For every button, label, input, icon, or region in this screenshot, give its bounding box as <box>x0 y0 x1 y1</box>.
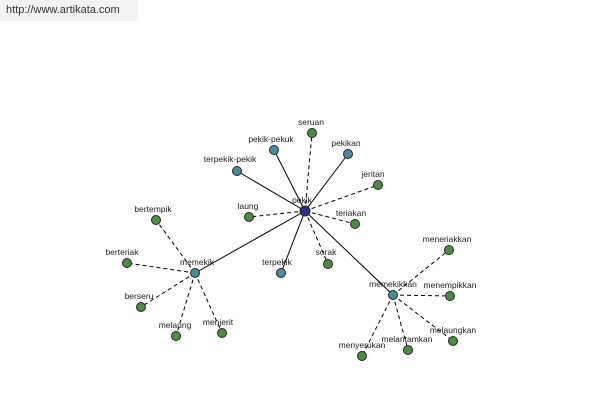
label-memekikkan[interactable]: memekikkan <box>369 279 417 289</box>
label-menyerukan[interactable]: menyerukan <box>339 340 386 350</box>
edge-pekik-memekikkan <box>304 210 394 296</box>
edge-pekik-memekik <box>194 210 306 274</box>
edge-memekik-bertempik <box>155 219 196 274</box>
node-berteriak[interactable] <box>122 258 132 268</box>
label-bertempik[interactable]: bertempik <box>134 204 172 214</box>
label-meneriakkan[interactable]: meneriakkan <box>423 234 472 244</box>
edge-memekikkan-menempikkan <box>392 294 451 297</box>
label-berteriak[interactable]: berteriak <box>105 247 139 257</box>
label-seruan[interactable]: seruan <box>298 117 324 127</box>
edge-pekik-terpekik-pekik <box>236 170 306 212</box>
node-seruan[interactable] <box>307 128 317 138</box>
label-memekik[interactable]: memekik <box>180 257 215 267</box>
node-melaungkan[interactable] <box>448 336 458 346</box>
node-pekik[interactable] <box>299 205 311 217</box>
edge-pekik-sorak <box>304 210 329 265</box>
edge-memekikkan-menyerukan <box>361 294 394 357</box>
node-melantamkan[interactable] <box>403 345 413 355</box>
edge-memekik-berteriak <box>126 262 196 274</box>
label-terpekik[interactable]: terpekik <box>262 257 293 267</box>
node-terpekik[interactable] <box>276 268 286 278</box>
label-jeritan[interactable]: jeritan <box>360 169 384 179</box>
label-laung[interactable]: laung <box>238 201 259 211</box>
node-pekik-pekuk[interactable] <box>269 145 279 155</box>
edge-pekik-terpekik <box>280 210 306 274</box>
node-menempikkan[interactable] <box>445 291 455 301</box>
label-pekik[interactable]: pekik <box>292 195 313 205</box>
label-pekik-pekuk[interactable]: pekik-pekuk <box>248 134 294 144</box>
label-melantamkan[interactable]: melantamkan <box>381 334 432 344</box>
edge-pekik-jeritan <box>304 184 379 212</box>
node-melaung[interactable] <box>171 331 181 341</box>
site-url[interactable]: http://www.artikata.com <box>0 0 138 21</box>
edge-memekikkan-meneriakkan <box>392 249 450 296</box>
node-jeritan[interactable] <box>373 180 383 190</box>
node-berseru[interactable] <box>136 302 146 312</box>
label-sorak[interactable]: sorak <box>316 247 338 257</box>
node-memekik[interactable] <box>190 268 200 278</box>
edge-memekik-menjerit <box>194 272 223 334</box>
edge-pekik-teriakan <box>304 210 356 225</box>
edge-memekik-melaung <box>175 272 196 337</box>
label-menempikkan[interactable]: menempikkan <box>424 280 477 290</box>
node-teriakan[interactable] <box>350 219 360 229</box>
node-menyerukan[interactable] <box>357 351 367 361</box>
node-bertempik[interactable] <box>151 215 161 225</box>
edge-pekik-seruan <box>304 132 313 212</box>
node-meneriakkan[interactable] <box>444 245 454 255</box>
graph-edges <box>126 132 454 357</box>
edge-pekik-pekikan <box>304 153 349 212</box>
label-melaungkan[interactable]: melaungkan <box>430 325 477 335</box>
graph-nodes <box>122 128 458 361</box>
label-pekikan[interactable]: pekikan <box>331 138 361 148</box>
node-pekikan[interactable] <box>343 149 353 159</box>
node-menjerit[interactable] <box>217 328 227 338</box>
edge-pekik-pekik-pekuk <box>273 149 306 212</box>
label-berseru[interactable]: berseru <box>125 291 154 301</box>
edge-memekikkan-melantamkan <box>392 294 409 351</box>
node-memekikkan[interactable] <box>388 290 398 300</box>
node-sorak[interactable] <box>323 259 333 269</box>
label-terpekik-pekik[interactable]: terpekik-pekik <box>204 154 257 164</box>
node-laung[interactable] <box>244 212 254 222</box>
node-terpekik-pekik[interactable] <box>232 166 242 176</box>
edge-memekikkan-melaungkan <box>392 294 454 342</box>
edge-memekik-berseru <box>140 272 196 308</box>
graph-labels: pekik seruan pekik-pekuk pekikan terpekik-pe… <box>105 117 476 350</box>
edge-pekik-laung <box>248 210 306 218</box>
label-melaung[interactable]: melaung <box>159 320 192 330</box>
label-menjerit[interactable]: menjerit <box>203 317 234 327</box>
label-teriakan[interactable]: teriakan <box>336 208 367 218</box>
